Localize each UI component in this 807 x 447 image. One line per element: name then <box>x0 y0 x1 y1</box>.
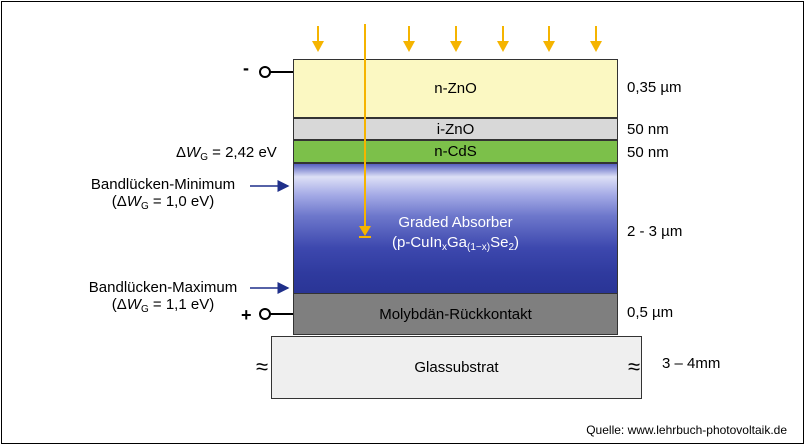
source-credit: Quelle: www.lehrbuch-photovoltaik.de <box>586 423 787 437</box>
absorber-title: Graded Absorber <box>398 214 513 231</box>
arrow-down-icon <box>403 26 415 52</box>
thickness-glass: 3 – 4mm <box>662 355 721 372</box>
break-mark-left: ≈ <box>256 354 269 379</box>
arrow-down-icon <box>590 26 602 52</box>
layer-absorber: Graded Absorber (p-CuInxGa(1−x)Se2) <box>293 163 618 294</box>
thickness-moly: 0,5 µm <box>627 304 674 321</box>
plus-sign: + <box>241 305 252 325</box>
thickness-absorber: 2 - 3 µm <box>627 223 683 240</box>
layer-glass-substrate: Glassubstrat <box>271 336 642 399</box>
layer-glass-label: Glassubstrat <box>414 359 499 376</box>
bandgap-maximum-label: Bandlücken-Maximum (ΔWG = 1,1 eV) <box>88 279 238 315</box>
arrow-down-icon <box>450 26 462 52</box>
thickness-izno: 50 nm <box>627 121 669 138</box>
layer-n-zno: n-ZnO <box>293 59 618 118</box>
arrow-down-icon <box>543 26 555 52</box>
minus-sign: - <box>243 58 249 78</box>
circle-terminal-icon <box>259 66 293 78</box>
break-mark-right: ≈ <box>628 354 641 379</box>
layer-n-zno-label: n-ZnO <box>434 80 477 97</box>
layer-molybdenum: Molybdän-Rückkontakt <box>293 293 618 335</box>
layer-molybdenum-label: Molybdän-Rückkontakt <box>379 305 532 323</box>
sun-arrows <box>312 24 602 238</box>
arrow-down-icon <box>497 26 509 52</box>
arrow-down-icon <box>312 26 324 52</box>
layer-n-cds: n-CdS <box>293 140 618 163</box>
layer-i-zno: i-ZnO <box>293 118 618 140</box>
layer-n-cds-label: n-CdS <box>434 143 477 160</box>
bandgap-cds-label: ΔWG = 2,42 eV <box>176 144 277 163</box>
circle-terminal-icon <box>259 308 293 320</box>
thickness-zno: 0,35 µm <box>627 79 682 96</box>
penetrating-light-arrow <box>359 24 371 238</box>
layer-i-zno-label: i-ZnO <box>436 120 475 138</box>
thickness-cds: 50 nm <box>627 144 669 161</box>
absorber-formula: (p-CuInxGa(1−x)Se2) <box>391 234 520 253</box>
bandgap-minimum-label: Bandlücken-Minimum (ΔWG = 1,0 eV) <box>90 176 236 212</box>
